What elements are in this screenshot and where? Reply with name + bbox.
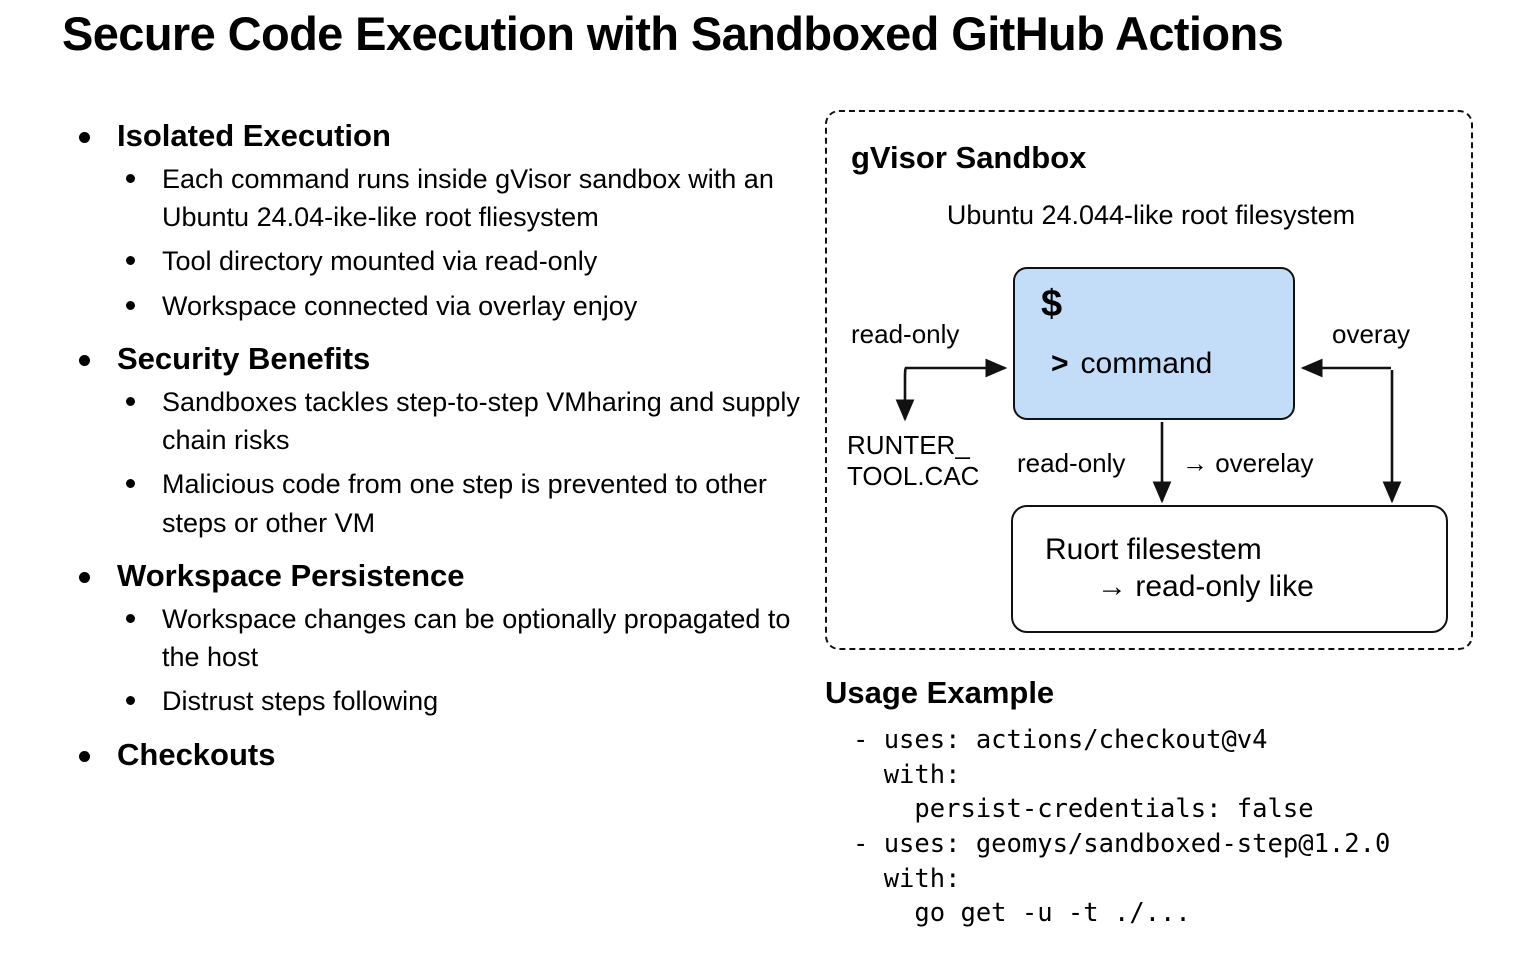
command-line: > command <box>1051 347 1212 381</box>
label-read-only-left: read-only <box>851 319 960 349</box>
label-read-only-mid: read-only <box>1017 448 1126 478</box>
command-box: $ > command <box>1013 267 1295 420</box>
section-heading-label: Workspace Persistence <box>117 557 465 593</box>
section-heading-label: Isolated Execution <box>117 118 391 153</box>
command-text: command <box>1080 347 1213 380</box>
section-heading-label: Security Benefits <box>117 340 371 376</box>
list-item-label: Each command runs inside gVisor sandbox … <box>162 163 774 232</box>
list-item-label: Sandboxes tackles step-to-step VMharing … <box>162 386 800 455</box>
list-item-label: Malicious code from one step is prevente… <box>162 469 767 538</box>
section-checkouts: Checkouts <box>62 735 802 775</box>
list-item-label: Workspace changes can be optionally prop… <box>162 603 791 672</box>
right-content-column: gVisor Sandbox Ubuntu 24.044-like root f… <box>825 110 1473 650</box>
label-overelay-mid: → overelay <box>1182 448 1314 478</box>
usage-code-line: - uses: geomys/sandboxed-step@1.2.0 <box>853 829 1391 860</box>
usage-example-section: Usage Example - uses: actions/checkout@v… <box>825 675 1515 931</box>
list-item: Malicious code from one step is prevente… <box>62 465 802 542</box>
diagram-arrows <box>895 358 1402 504</box>
section-heading: Security Benefits <box>62 339 802 379</box>
filesystem-box: Ruort filesestem → read-only like <box>1011 505 1448 633</box>
filesystem-line-2: → read-only like <box>1097 570 1314 603</box>
section-heading: Isolated Execution <box>62 116 802 156</box>
usage-example-title: Usage Example <box>825 675 1055 710</box>
list-item: Workspace connected via overlay enjoy <box>62 287 802 325</box>
section-bullet-list: Sandboxes tackles step-to-step VMharing … <box>62 383 802 542</box>
bullet-dot-icon <box>79 354 90 366</box>
label-runter-tool-cache: RUNTER_ TOOL.CAC <box>847 430 980 491</box>
bullet-dot-icon <box>126 396 135 406</box>
bullet-dot-icon <box>126 300 135 310</box>
sandbox-subtitle: Ubuntu 24.044-like root filesystem <box>946 200 1356 230</box>
label-overay-right: overay <box>1332 319 1411 349</box>
page-title: Secure Code Execution with Sandboxed Git… <box>62 7 1284 60</box>
chevron-right-icon: > <box>1051 347 1069 380</box>
bullet-dot-icon <box>126 173 135 183</box>
section-workspace-persistence: Workspace Persistence Workspace changes … <box>62 556 802 721</box>
section-bullet-list: Workspace changes can be optionally prop… <box>62 600 802 721</box>
bullet-dot-icon <box>126 613 135 623</box>
arrow-read-only-to-tool-cache <box>895 366 915 422</box>
usage-code-line: persist-credentials: false <box>853 794 1314 825</box>
gvisor-sandbox-panel: gVisor Sandbox Ubuntu 24.044-like root f… <box>825 110 1473 650</box>
left-content-column: Isolated Execution Each command runs ins… <box>62 116 802 788</box>
list-item-label: Distrust steps following <box>162 686 439 717</box>
list-item-label: Tool directory mounted via read-only <box>162 246 598 277</box>
bullet-dot-icon <box>126 696 135 706</box>
list-item: Each command runs inside gVisor sandbox … <box>62 160 802 237</box>
section-heading: Checkouts <box>62 735 802 775</box>
usage-code-line: with: <box>853 759 961 790</box>
usage-code-line: with: <box>853 863 961 894</box>
section-security-benefits: Security Benefits Sandboxes tackles step… <box>62 339 802 542</box>
section-bullet-list: Each command runs inside gVisor sandbox … <box>62 160 802 325</box>
bullet-dot-icon <box>79 132 90 143</box>
bullet-dot-icon <box>126 256 135 266</box>
list-item: Tool directory mounted via read-only <box>62 242 802 280</box>
usage-code-line: go get -u -t ./... <box>853 898 1191 929</box>
section-heading-label: Checkouts <box>117 736 276 772</box>
section-heading: Workspace Persistence <box>62 556 802 596</box>
bullet-dot-icon <box>79 571 90 583</box>
list-item: Workspace changes can be optionally prop… <box>62 600 802 677</box>
list-item: Distrust steps following <box>62 682 802 720</box>
bullet-dot-icon <box>126 479 135 489</box>
section-isolated-execution: Isolated Execution Each command runs ins… <box>62 116 802 325</box>
usage-code-line: - uses: actions/checkout@v4 <box>853 725 1268 755</box>
sandbox-title: gVisor Sandbox <box>851 140 1087 175</box>
filesystem-line-1: Ruort filesestem <box>1045 533 1262 567</box>
bullet-dot-icon <box>79 750 90 762</box>
list-item: Sandboxes tackles step-to-step VMharing … <box>62 383 802 460</box>
list-item-label: Workspace connected via overlay enjoy <box>162 290 638 321</box>
prompt-dollar-icon: $ <box>1041 283 1063 325</box>
